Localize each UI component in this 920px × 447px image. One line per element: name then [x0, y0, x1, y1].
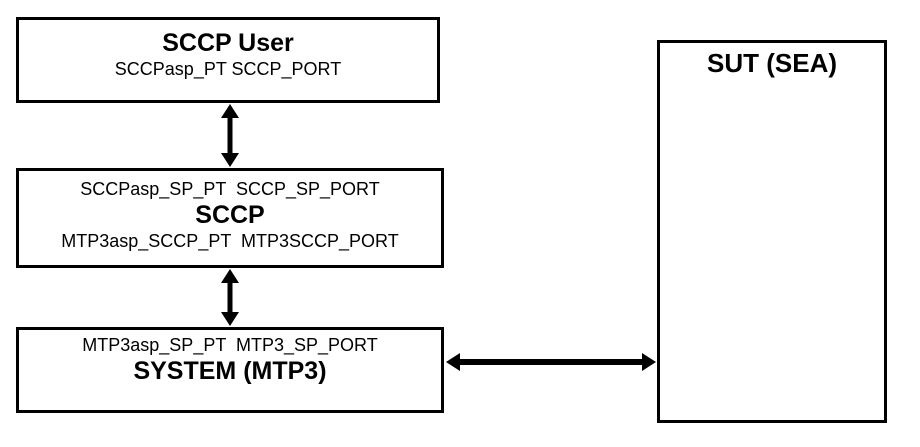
arrow-sccpuser-sccp-icon — [221, 104, 239, 167]
sccp-bottom-ports: MTP3asp_SCCP_PT MTP3SCCP_PORT — [61, 231, 399, 252]
box-sccp: SCCPasp_SP_PT SCCP_SP_PORT SCCP MTP3asp_… — [16, 168, 444, 268]
box-sut: SUT (SEA) — [657, 40, 887, 423]
system-mtp3-ports: MTP3asp_SP_PT MTP3_SP_PORT — [82, 335, 378, 355]
sccp-user-ports: SCCPasp_PT SCCP_PORT — [114, 58, 342, 79]
sccp-user-title: SCCP User — [162, 29, 294, 57]
sut-title: SUT (SEA) — [707, 48, 837, 78]
arrow-sccp-system-icon — [221, 269, 239, 326]
sccp-top-ports: SCCPasp_SP_PT SCCP_SP_PORT — [80, 179, 380, 199]
box-system-mtp3: MTP3asp_SP_PT MTP3_SP_PORT SYSTEM (MTP3) — [16, 327, 444, 413]
sccp-title: SCCP — [195, 201, 265, 230]
arrow-system-sut-icon — [446, 353, 656, 371]
box-sccp-user: SCCP User SCCPasp_PT SCCP_PORT — [16, 17, 440, 103]
system-mtp3-title: SYSTEM (MTP3) — [133, 357, 327, 386]
